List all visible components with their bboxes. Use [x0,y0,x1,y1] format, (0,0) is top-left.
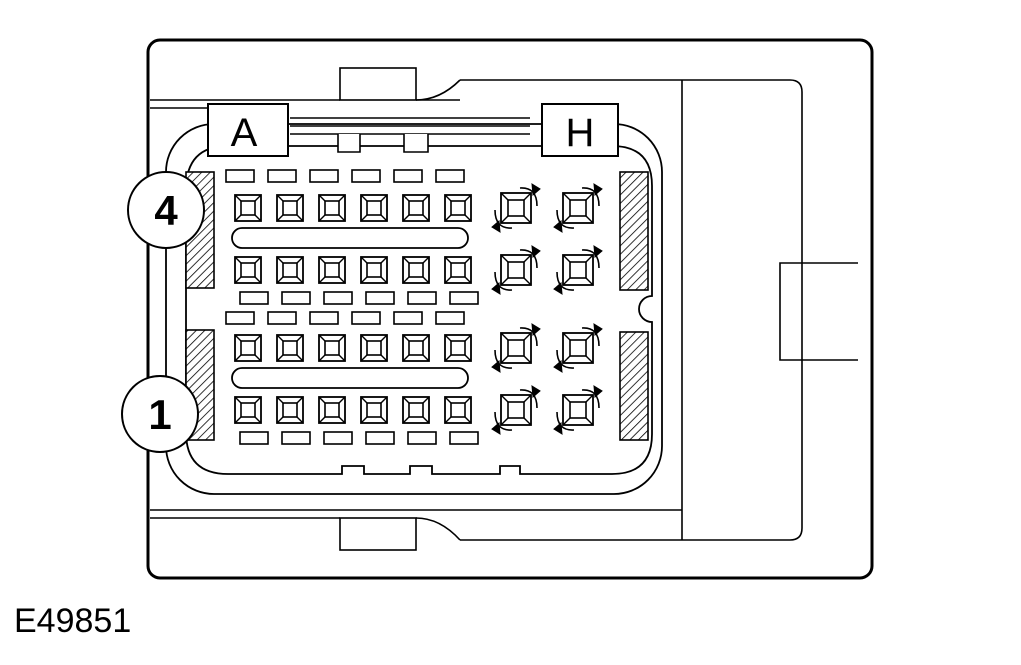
terminal-large [553,323,603,373]
terminal-slot [267,169,297,183]
terminal-slot [323,431,353,445]
terminal [234,334,262,362]
terminal [318,194,346,222]
hatched-guides [185,171,649,441]
terminal-slot [435,169,465,183]
terminal [276,396,304,424]
terminal [360,256,388,284]
terminal-slot [407,291,437,305]
terminal-large [491,183,541,233]
terminal-slot [225,311,255,325]
terminal [444,334,472,362]
large-terminals [491,183,603,435]
terminal [318,334,346,362]
terminal [402,256,430,284]
terminal [276,334,304,362]
row-separators [231,227,469,389]
terminal [360,334,388,362]
terminal-slot [449,291,479,305]
terminal [402,334,430,362]
top-notches [337,134,429,153]
figure-id: E49851 [14,602,132,640]
terminal [276,256,304,284]
terminal-slot [351,169,381,183]
terminal [234,396,262,424]
small-terminals [234,194,472,424]
terminal-slot [407,431,437,445]
terminal [444,396,472,424]
terminal-large [553,385,603,435]
terminal-slot [267,311,297,325]
terminal-slot [239,291,269,305]
connector-housing [146,38,874,580]
column-label-left: A [231,111,258,155]
terminal-slot [449,431,479,445]
terminal-slot [393,169,423,183]
terminal-slot [351,311,381,325]
terminal-slot [309,311,339,325]
terminal [402,194,430,222]
terminal-slot [435,311,465,325]
terminal-face-outer [165,123,663,495]
terminal-slots [225,169,479,445]
column-label-left-box: A [207,103,289,157]
terminal-slot [365,431,395,445]
terminal-slot [365,291,395,305]
column-label-right: H [566,111,595,155]
terminal [234,256,262,284]
terminal-large [491,385,541,435]
terminal-large [553,245,603,295]
row-label-bottom: 1 [148,391,171,438]
terminal [444,194,472,222]
row-label-top-marker: 4 [127,171,205,249]
housing-side-latch [460,79,858,541]
terminal-slot [309,169,339,183]
terminal-large [553,183,603,233]
terminal [444,256,472,284]
terminal-slot [323,291,353,305]
terminal-slot [281,291,311,305]
keying-lines [290,117,530,135]
terminal [318,396,346,424]
terminal-slot [393,311,423,325]
row-label-top: 4 [154,187,178,234]
column-label-right-box: H [541,103,619,157]
terminal [318,256,346,284]
terminal-slot [239,431,269,445]
terminal-slot [281,431,311,445]
terminal-large [491,323,541,373]
terminal [234,194,262,222]
terminal-large [491,245,541,295]
terminal [360,194,388,222]
terminal [360,396,388,424]
terminal [276,194,304,222]
housing-tabs [150,67,682,551]
terminal-slot [225,169,255,183]
terminal [402,396,430,424]
row-label-bottom-marker: 1 [121,375,199,453]
